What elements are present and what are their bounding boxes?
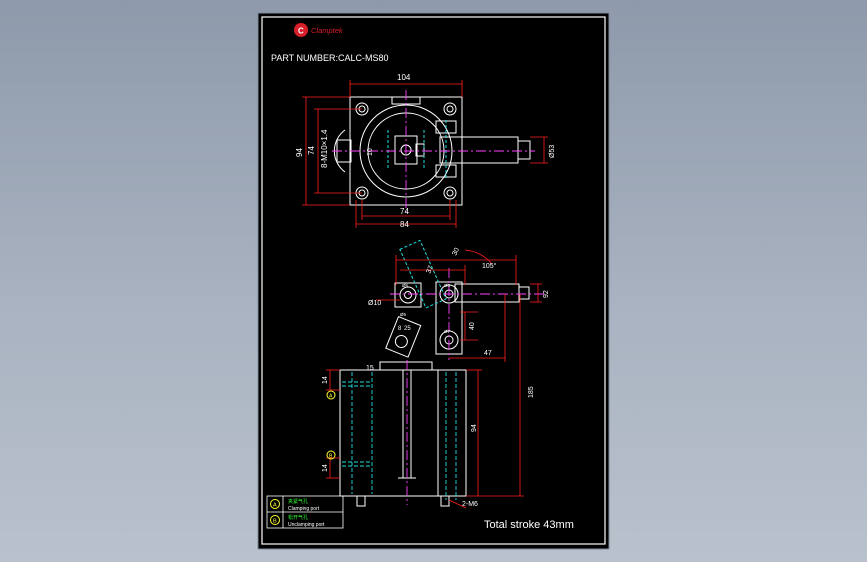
bolt-hole-br <box>443 186 457 200</box>
drawing-sheet <box>257 12 610 550</box>
clamp-arm-open <box>399 239 447 309</box>
legend-marker-b-icon <box>270 515 280 525</box>
dim-thread: 8-M10×1.4 <box>320 129 329 168</box>
dim-185: 185 <box>528 386 535 398</box>
dim-14-top: 14 <box>322 376 329 384</box>
dim-bar-height: Ø53 <box>549 145 556 158</box>
logo: C Clamptek <box>294 23 344 37</box>
legend-marker-a-icon <box>270 499 280 509</box>
dim-2-m6: 2-M6 <box>462 501 478 508</box>
dim-30: 30 <box>451 247 461 257</box>
dim-pin-dia: Ø10 <box>368 300 381 307</box>
logo-mark-icon <box>294 23 308 37</box>
logo-text: Clamptek <box>311 26 344 35</box>
top-view: 104 94 74 8-M10×1.4 10 74 84 Ø53 <box>295 73 556 229</box>
bolt-hole-tr <box>443 102 457 116</box>
point-label-a: Ø5 <box>402 283 409 288</box>
port-a-marker-icon <box>326 390 336 400</box>
sheet-border <box>261 16 606 545</box>
legend-marker-a: A <box>273 503 277 509</box>
legend-marker-b: B <box>273 519 277 525</box>
dim-92: 92 <box>543 290 550 298</box>
dim-25: 25 <box>404 326 411 332</box>
dim-14-bottom: 14 <box>322 464 329 472</box>
dim-47: 47 <box>484 350 492 357</box>
dim-8: 8 <box>398 326 402 332</box>
port-b-marker-icon <box>326 450 336 460</box>
part-number-label: PART NUMBER: <box>271 53 338 63</box>
point-label-d: Ø5 <box>400 312 407 317</box>
dim-height-outer: 94 <box>295 148 304 157</box>
dim-height-inner: 74 <box>307 146 316 155</box>
dim-slot: 10 <box>367 148 374 156</box>
dim-37: 37 <box>425 265 435 275</box>
legend-en-b: Unclamping port <box>288 522 325 528</box>
side-view: Ø10 40 47 92 185 94 14 14 15 2-M6 105° 3… <box>322 239 550 509</box>
svg-text:B: B <box>329 454 333 460</box>
svg-text:C: C <box>298 27 304 36</box>
point-label-c: Ø7 <box>444 329 451 334</box>
legend-zh-a: 夹紧气孔 <box>288 498 308 505</box>
dim-width-outer: 104 <box>397 73 411 82</box>
dim-15: 15 <box>366 365 374 372</box>
legend-zh-b: 松开气孔 <box>288 514 308 521</box>
svg-text:A: A <box>329 394 333 400</box>
point-label-b: Ø5 <box>444 283 451 288</box>
legend-en-a: Clamping port <box>288 506 320 512</box>
dim-angle: 105° <box>482 262 497 270</box>
part-number-value: CALC-MS80 <box>338 53 389 63</box>
total-stroke-note: Total stroke 43mm <box>484 519 574 531</box>
dim-width-bottom: 84 <box>400 220 409 229</box>
dim-40: 40 <box>469 322 476 330</box>
dim-94: 94 <box>471 424 478 432</box>
port-legend: A 夹紧气孔 Clamping port B 松开气孔 Unclamping p… <box>266 495 344 529</box>
dim-width-inner: 74 <box>400 207 409 216</box>
